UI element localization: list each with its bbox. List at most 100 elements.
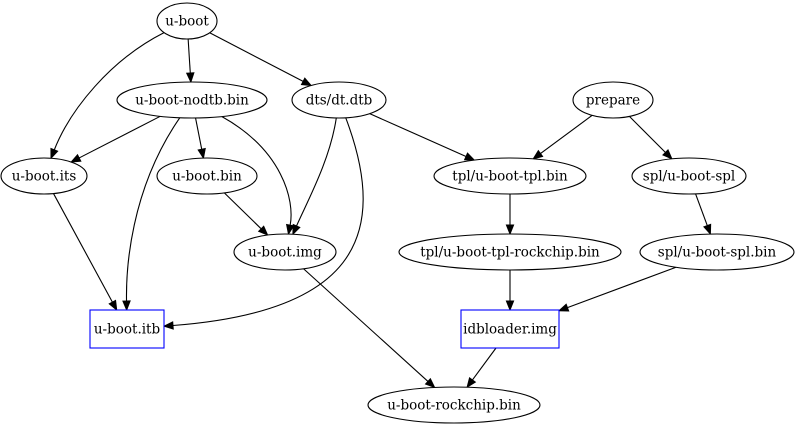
node-label: u-boot.bin [172, 169, 242, 185]
node-u-boot-itb: u-boot.itb [89, 309, 165, 349]
edge-line [209, 32, 304, 82]
node-u-boot-nodtb-bin: u-boot-nodtb.bin [116, 81, 268, 119]
node-label: u-boot [165, 14, 209, 30]
node-ellipse [156, 157, 258, 195]
node-label: u-boot.its [12, 169, 77, 185]
arrowhead [122, 300, 131, 312]
node-ellipse [639, 233, 795, 271]
node-label: u-boot-rockchip.bin [387, 398, 521, 414]
edge-tpl-u-boot-tpl-bin-to-tpl-u-boot-tpl-rockchip-bin [505, 194, 515, 236]
edge-u-boot-nodtb-bin-to-u-boot-itb [122, 117, 181, 312]
edge-u-boot-to-dts-dt-dtb [209, 32, 313, 87]
edge-prepare-to-spl-u-boot-spl [629, 116, 673, 160]
arrowhead [424, 377, 436, 389]
edges-layer [50, 32, 712, 389]
node-tpl-u-boot-tpl-bin: tpl/u-boot-tpl.bin [433, 157, 587, 195]
node-u-boot-bin: u-boot.bin [156, 157, 258, 195]
node-prepare: prepare [572, 81, 654, 119]
edge-line [296, 117, 337, 227]
edge-u-boot-bin-to-u-boot-img [223, 192, 269, 237]
edge-line [53, 32, 165, 151]
nodes-layer: u-boot u-boot-nodtb.bin dts/dt.dtb prepare u… [0, 2, 795, 424]
node-ellipse [233, 233, 337, 271]
edge-u-boot-nodtb-bin-to-u-boot-bin [195, 117, 206, 160]
node-label: prepare [586, 93, 640, 109]
edge-line [695, 193, 708, 226]
edge-u-boot-nodtb-bin-to-u-boot-img [221, 116, 295, 236]
node-u-boot-rockchip-bin: u-boot-rockchip.bin [367, 386, 541, 424]
arrowhead [108, 299, 118, 312]
node-box [89, 309, 165, 349]
arrowhead [557, 303, 570, 312]
edge-line [221, 116, 292, 226]
edge-line [629, 116, 666, 153]
node-label: u-boot.img [248, 245, 322, 261]
node-ellipse [116, 81, 268, 119]
edge-line [195, 117, 203, 150]
arrowhead [505, 300, 515, 312]
node-label: dts/dt.dtb [306, 93, 373, 109]
arrowhead [532, 149, 544, 160]
node-label: spl/u-boot-spl [643, 169, 735, 185]
node-ellipse [0, 157, 88, 195]
node-u-boot-img: u-boot.img [233, 233, 337, 271]
edge-line [472, 347, 497, 381]
edge-line [125, 117, 181, 302]
arrowhead [257, 225, 269, 237]
arrowhead [50, 147, 59, 160]
arrowhead [197, 147, 206, 160]
node-tpl-u-boot-tpl-rockchip-bin: tpl/u-boot-tpl-rockchip.bin [398, 233, 622, 271]
edge-line [53, 193, 113, 303]
arrowhead [185, 72, 195, 84]
node-idbloader-img: idbloader.img [460, 309, 560, 349]
edge-idbloader-img-to-u-boot-rockchip-bin [466, 347, 497, 389]
node-box [460, 309, 560, 349]
arrowhead [463, 152, 476, 161]
arrowhead [662, 149, 673, 160]
arrowhead [285, 223, 295, 236]
node-label: u-boot-nodtb.bin [135, 93, 249, 109]
edge-line [223, 192, 262, 230]
edge-prepare-to-tpl-u-boot-tpl-bin [532, 114, 593, 160]
edge-line [303, 268, 429, 382]
edge-line [187, 38, 191, 74]
edge-spl-u-boot-spl-to-spl-u-boot-spl-bin [695, 193, 712, 236]
node-ellipse [291, 81, 387, 119]
edge-line [369, 113, 467, 157]
edge-u-boot-its-to-u-boot-itb [53, 193, 118, 312]
edge-line [172, 117, 364, 327]
node-label: spl/u-boot-spl.bin [658, 245, 777, 261]
node-u-boot: u-boot [156, 2, 218, 40]
node-spl-u-boot-spl: spl/u-boot-spl [631, 157, 747, 195]
edge-tpl-u-boot-tpl-rockchip-bin-to-idbloader-img [505, 270, 515, 312]
edge-dts-dt-dtb-to-tpl-u-boot-tpl-bin [369, 113, 476, 161]
edge-line [567, 266, 677, 309]
node-ellipse [367, 386, 541, 424]
arrowhead [292, 223, 301, 236]
edge-dts-dt-dtb-to-u-boot-img [292, 117, 337, 236]
node-ellipse [398, 233, 622, 271]
node-dts-dt-dtb: dts/dt.dtb [291, 81, 387, 119]
node-ellipse [572, 81, 654, 119]
node-label: u-boot.itb [94, 322, 160, 338]
node-u-boot-its: u-boot.its [0, 157, 88, 195]
arrowhead [69, 153, 82, 163]
edge-dts-dt-dtb-to-u-boot-itb [162, 117, 364, 330]
node-spl-u-boot-spl-bin: spl/u-boot-spl.bin [639, 233, 795, 271]
arrowhead [466, 376, 477, 389]
edge-u-boot-to-u-boot-its [50, 32, 165, 160]
node-ellipse [433, 157, 587, 195]
arrowhead [505, 224, 515, 236]
arrowhead [703, 223, 712, 236]
arrowhead [162, 321, 174, 330]
edge-spl-u-boot-spl-bin-to-idbloader-img [557, 266, 677, 312]
node-ellipse [156, 2, 218, 40]
node-ellipse [631, 157, 747, 195]
edge-u-boot-to-u-boot-nodtb-bin [185, 38, 195, 84]
edge-u-boot-nodtb-bin-to-u-boot-its [69, 115, 161, 163]
node-label: tpl/u-boot-tpl.bin [452, 169, 568, 185]
arrowhead [300, 77, 313, 87]
edge-u-boot-img-to-u-boot-rockchip-bin [303, 268, 436, 389]
edge-line [540, 114, 593, 154]
